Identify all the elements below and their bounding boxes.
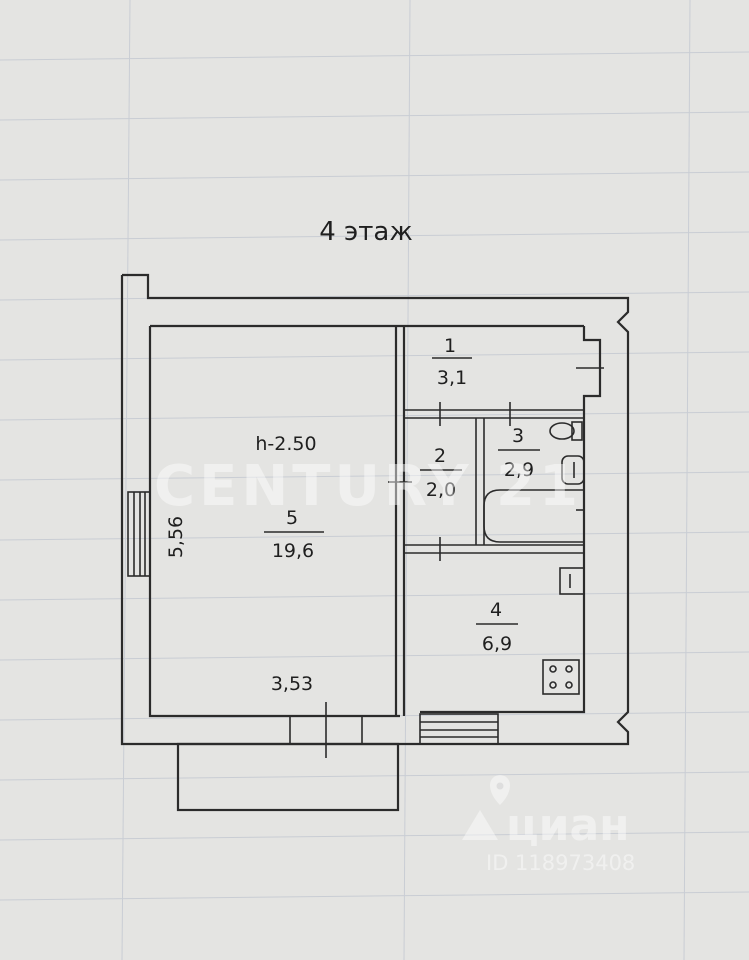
washbasin-icon [561,455,585,485]
room-4-number: 4 [490,599,502,621]
room-1-area: 3,1 [437,367,467,389]
listing-id-watermark: ID 118973408 [486,851,635,875]
room-4-area: 6,9 [482,633,512,655]
balcony [176,742,400,812]
bathtub-icon [483,489,584,543]
dimension-depth: 5,56 [165,516,187,558]
room-2-number: 2 [434,445,446,467]
room-2-area: 2,0 [426,479,456,501]
window-kitchen [419,713,499,745]
balcony-door [289,702,363,758]
window-left [127,491,151,577]
ceiling-height: h-2.50 [255,433,316,455]
room-5-number: 5 [286,507,298,529]
room-3-area: 2,9 [504,459,534,481]
room-1-number: 1 [444,335,456,357]
portal-watermark: циан [506,800,630,851]
interior-walls [388,326,604,716]
toilet-icon [549,421,583,441]
agency-watermark: CENTURY 21 [154,454,582,519]
room-5-area: 19,6 [272,540,314,562]
stove-icon [542,659,580,695]
floor-label: 4 этаж [319,217,413,247]
sink-icon [559,567,585,595]
cian-logo-icon [462,775,510,840]
room-3-number: 3 [512,425,524,447]
dimension-width: 3,53 [271,673,313,695]
